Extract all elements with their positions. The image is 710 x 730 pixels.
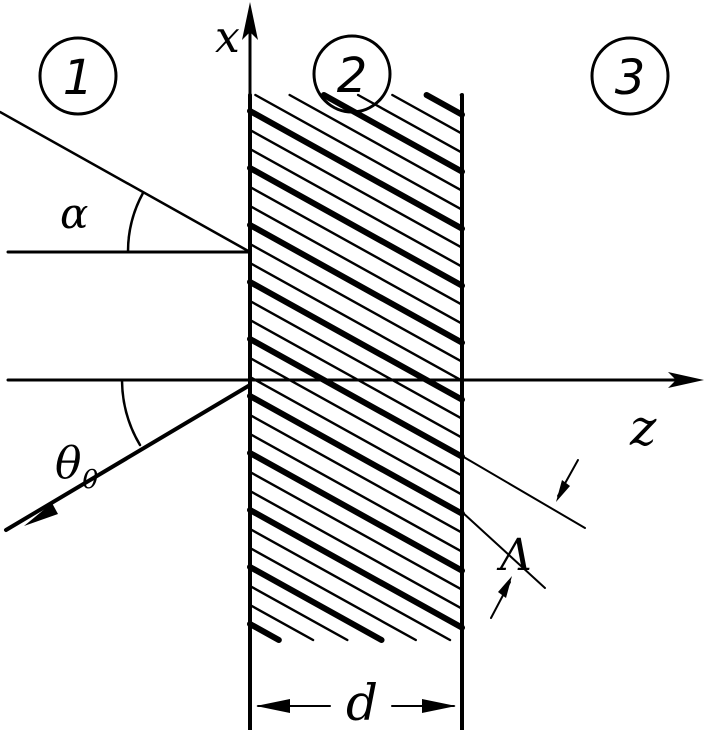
period-extension-lower [461, 511, 546, 589]
grating-fringe-line [248, 527, 452, 642]
thickness-arrowhead-left [256, 699, 290, 713]
region-1-label: 1 [63, 50, 94, 106]
grating-fringe-line [247, 222, 465, 346]
grating-fringe-line [391, 93, 464, 135]
grating-fringe-line [248, 375, 464, 496]
grating-fringe-line [248, 584, 349, 642]
region-3-label: 3 [615, 50, 646, 106]
grating-fringe-line [247, 507, 465, 631]
grating-fringe-line [247, 393, 465, 517]
region-1-marker: 1 [38, 36, 118, 116]
grating-fringe-line [248, 204, 464, 325]
grating-normal-line [0, 110, 252, 254]
alpha-label: α [60, 189, 88, 238]
grating-fringe-line [248, 546, 417, 642]
grating-fringe-line [247, 336, 465, 460]
grating-fringe-line [248, 432, 464, 553]
thickness-arrowhead-right [422, 699, 456, 713]
grating-fringe-line [248, 185, 464, 306]
grating-hatching [247, 92, 465, 643]
incident-beam-arrowhead [24, 503, 58, 526]
grating-fringe-line [254, 93, 464, 211]
grating-fringe-line [248, 413, 464, 534]
theta-angle-arc [120, 378, 142, 447]
grating-fringe-line [247, 450, 465, 574]
grating-fringe-line [248, 261, 464, 382]
grating-fringe-line [423, 92, 465, 118]
period-label: Λ [496, 530, 532, 581]
alpha-angle-arc [126, 191, 145, 254]
grating-fringe-line [247, 621, 282, 643]
region-2-label: 2 [337, 48, 368, 104]
grating-fringe-line [248, 147, 464, 268]
period-arrow-lower-head [498, 576, 512, 598]
region-2-marker: 2 [312, 34, 392, 114]
theta-label: θ [55, 438, 82, 489]
z-axis-arrowhead [668, 372, 704, 388]
x-axis-label: x [215, 12, 240, 63]
z-axis-label: z [629, 399, 657, 457]
region-3-marker: 3 [590, 36, 670, 116]
grating-fringe-line [248, 128, 464, 249]
period-extension-upper [461, 455, 586, 529]
theta-subscript: 0 [82, 465, 99, 495]
grating-fringe-line [248, 356, 464, 477]
x-axis-arrowhead [242, 2, 258, 40]
incident-beam [4, 383, 252, 532]
thickness-label: d [346, 674, 378, 730]
grating-fringe-line [248, 489, 464, 610]
grating-fringe-line [247, 165, 465, 289]
grating-fringe-line [247, 108, 465, 232]
grating-fringe-line [247, 279, 465, 403]
grating-fringe-line [288, 93, 464, 192]
grating-fringe-line [248, 470, 464, 591]
grating-fringe-line [248, 299, 464, 420]
period-arrow-upper-head [556, 480, 570, 502]
grating-fringe-line [248, 242, 464, 363]
grating-fringe-line [247, 564, 385, 643]
grating-fringe-line [320, 92, 465, 175]
grating-fringe-line [248, 603, 315, 642]
